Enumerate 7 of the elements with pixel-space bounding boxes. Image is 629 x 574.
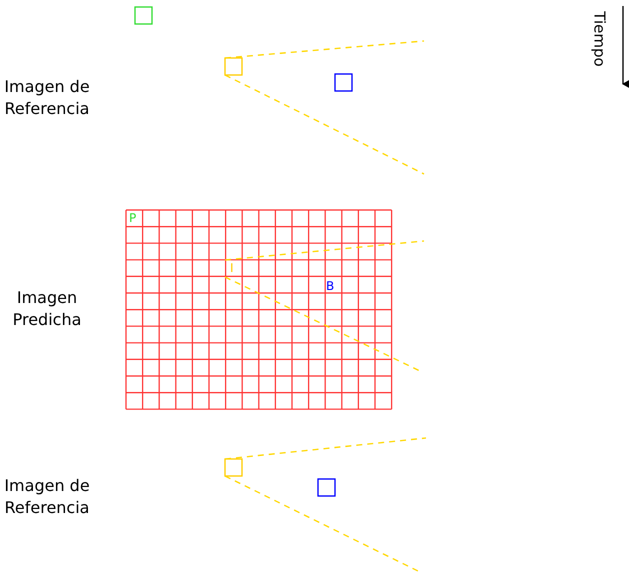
axis-label: Tiempo (590, 11, 610, 67)
row-label: Imagen Predicha (12, 287, 82, 331)
frame-type-label: I (230, 262, 234, 274)
frame-type-label: P (129, 212, 136, 224)
row-label: Imagen de Referencia (3, 475, 91, 519)
row-label: Imagen de Referencia (3, 76, 91, 120)
frame-type-label: B (326, 280, 334, 292)
